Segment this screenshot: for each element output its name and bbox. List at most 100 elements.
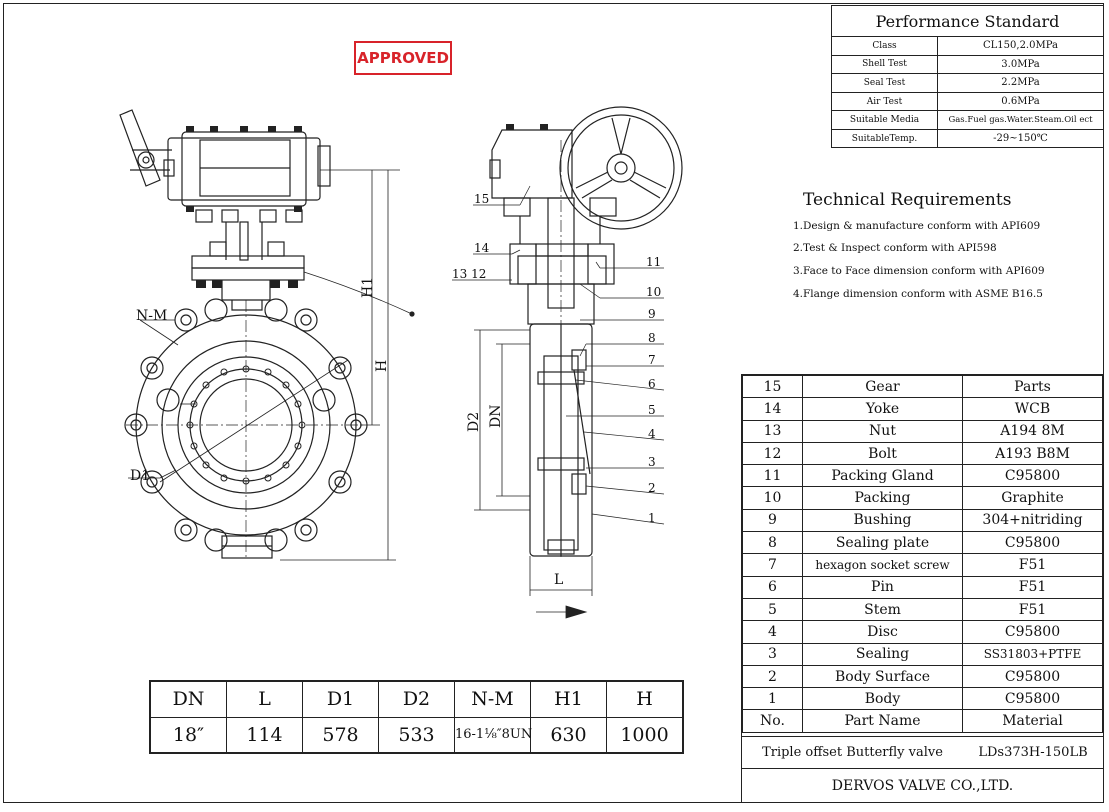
callout-10: 10: [646, 285, 661, 299]
perf-key: Air Test: [832, 92, 938, 112]
perf-value: Gas.Fuel gas.Water.Steam.Oil ect: [937, 110, 1103, 130]
dim-header: H1: [530, 681, 607, 718]
perf-value: 3.0MPa: [937, 55, 1103, 75]
label-l: L: [554, 572, 563, 588]
part-name: Bushing: [802, 508, 963, 533]
part-material: C95800: [962, 464, 1103, 488]
dim-value: 1000: [606, 716, 683, 753]
label-dn: DN: [488, 405, 504, 428]
part-no: 13: [742, 419, 803, 443]
dim-value: 114: [226, 716, 303, 753]
part-name: hexagon socket screw: [802, 553, 963, 577]
header-part-name: Part Name: [802, 709, 963, 733]
part-material: F51: [962, 575, 1103, 599]
part-no: 1: [742, 687, 803, 711]
part-material: C95800: [962, 531, 1103, 555]
callout-8: 8: [648, 331, 656, 345]
valve-body-front: [124, 298, 368, 560]
part-no: 11: [742, 464, 803, 488]
dimension-grid: DN L D1 D2 N-M H1 H 18″ 114 578 533 16-1…: [150, 681, 683, 753]
callout-6: 6: [648, 377, 656, 391]
part-name: Pin: [802, 575, 963, 599]
callout-14: 14: [474, 241, 490, 255]
requirement-item: 2.Test & Inspect conform with API598: [793, 242, 997, 254]
part-name: Yoke: [802, 397, 963, 421]
callout-2: 2: [648, 481, 656, 495]
callout-7: 7: [648, 353, 656, 367]
part-material: C95800: [962, 620, 1103, 644]
part-name: Body: [802, 687, 963, 711]
valve-body-side: [527, 283, 595, 557]
requirement-item: 3.Face to Face dimension conform with AP…: [793, 265, 1045, 277]
side-dimensions: [474, 329, 593, 619]
label-nm: N-M: [136, 308, 167, 324]
part-name: Body Surface: [802, 664, 963, 689]
part-name: Bolt: [802, 441, 963, 466]
dimension-table: DN L D1 D2 N-M H1 H 18″ 114 578 533 16-1…: [149, 680, 684, 754]
header-material: Material: [962, 709, 1103, 733]
part-name: Packing: [802, 486, 963, 510]
part-material: C95800: [962, 664, 1103, 689]
dim-header: D2: [378, 681, 455, 718]
dim-value: 16-1⅛″8UN: [454, 716, 532, 753]
dim-value: 18″: [150, 716, 227, 753]
part-no: 15: [742, 374, 803, 399]
callout-1: 1: [648, 511, 656, 525]
callout-5: 5: [648, 403, 656, 417]
performance-title: Performance Standard: [832, 6, 1103, 37]
perf-value: -29~150℃: [993, 133, 1048, 145]
yoke-front: [191, 209, 415, 317]
dim-header: DN: [150, 681, 227, 718]
part-no: 2: [742, 664, 803, 689]
callout-4: 4: [648, 427, 656, 441]
front-dimensions: [128, 169, 400, 561]
part-no: 3: [742, 642, 803, 666]
label-h: H: [374, 360, 390, 372]
header-no: No.: [742, 709, 803, 733]
part-material: C95800: [962, 687, 1103, 711]
part-material: A194 8M: [962, 419, 1103, 443]
part-material: 304+nitriding: [962, 508, 1103, 533]
callout-13-12: 13 12: [452, 267, 486, 281]
label-d1: D1: [130, 468, 150, 484]
table-row: 18″ 114 578 533 16-1⅛″8UN 630 1000: [150, 716, 683, 753]
part-no: 12: [742, 441, 803, 466]
part-no: 10: [742, 486, 803, 510]
dim-value: 533: [378, 716, 455, 753]
part-no: 8: [742, 531, 803, 555]
perf-value: 0.6MPa: [937, 92, 1103, 112]
part-material: Parts: [962, 374, 1103, 399]
requirement-item: 1.Design & manufacture conform with API6…: [793, 220, 1041, 232]
part-material: A193 B8M: [962, 441, 1103, 466]
product-model: LDs373H-150LB: [978, 745, 1088, 760]
part-material: F51: [962, 597, 1103, 622]
perf-key: Seal Test: [832, 73, 938, 93]
callout-9: 9: [648, 307, 656, 321]
part-no: 9: [742, 508, 803, 533]
perf-value: CL150,2.0MPa: [937, 37, 1103, 56]
part-material: SS31803+PTFE: [962, 642, 1103, 666]
part-name: Packing Gland: [802, 464, 963, 488]
callout-3: 3: [648, 455, 656, 469]
part-name: Nut: [802, 419, 963, 443]
dim-value: 578: [302, 716, 379, 753]
perf-key: Shell Test: [832, 55, 938, 75]
part-no: 4: [742, 620, 803, 644]
perf-key: SuitableTemp.: [832, 129, 938, 148]
product-row: Triple offset Butterfly valve LDs373H-15…: [742, 736, 1103, 768]
handwheel-front: [119, 109, 172, 187]
